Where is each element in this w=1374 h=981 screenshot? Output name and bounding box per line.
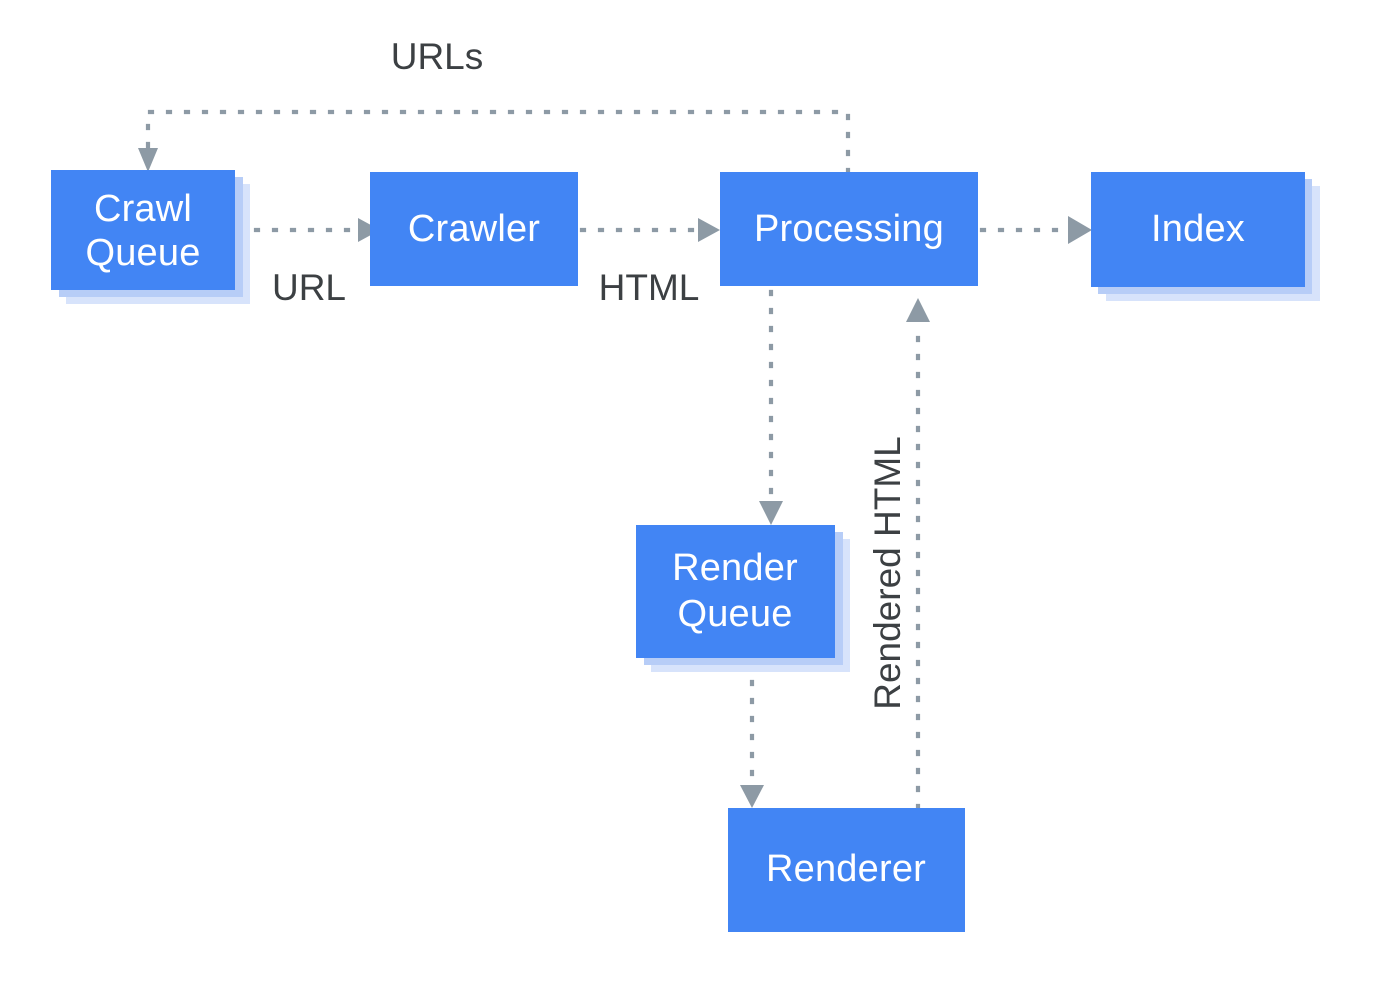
- node-processing[interactable]: Processing: [720, 172, 978, 286]
- render-queue-label-line2: Queue: [677, 593, 792, 635]
- crawler-label: Crawler: [408, 208, 540, 250]
- crawl-queue-box: [51, 170, 235, 290]
- edge-processing-to-crawl-queue: [138, 109, 851, 175]
- arrow-head-urls: [138, 148, 158, 172]
- render-queue-box: [636, 525, 835, 658]
- arrow-head-render-queue-renderer: [740, 785, 764, 808]
- arrow-head-processing-render-queue: [759, 501, 783, 525]
- edge-crawler-to-processing: [579, 218, 720, 242]
- edge-label-url: URL: [272, 267, 346, 308]
- node-index[interactable]: Index: [1091, 172, 1320, 301]
- edge-label-urls: URLs: [391, 36, 484, 77]
- render-queue-label-line1: Render: [672, 547, 798, 589]
- edge-path-urls: [145, 109, 851, 175]
- edge-label-rendered-html: Rendered HTML: [867, 436, 908, 710]
- edge-processing-to-index: [979, 216, 1092, 244]
- index-label: Index: [1151, 208, 1245, 250]
- edge-render-queue-to-renderer: [740, 679, 764, 808]
- node-render-queue[interactable]: Render Queue: [636, 525, 850, 672]
- edge-renderer-to-processing: [906, 298, 930, 811]
- node-crawler[interactable]: Crawler: [370, 172, 578, 286]
- arrow-head-url: [358, 218, 380, 242]
- edge-processing-to-render-queue: [759, 289, 783, 525]
- crawler-box: [370, 172, 578, 286]
- processing-label: Processing: [754, 208, 944, 250]
- arrow-head-processing-index: [1068, 216, 1092, 244]
- index-box: [1091, 172, 1305, 287]
- node-renderer[interactable]: Renderer: [728, 808, 965, 932]
- edge-label-html: HTML: [599, 267, 700, 308]
- renderer-label: Renderer: [766, 848, 926, 890]
- arrow-head-rendered-html: [906, 298, 930, 322]
- arrow-head-html: [698, 218, 720, 242]
- crawl-queue-label-line2: Queue: [85, 232, 200, 274]
- edge-crawl-queue-to-crawler: [253, 218, 380, 242]
- node-crawl-queue[interactable]: Crawl Queue: [51, 170, 250, 304]
- processing-box: [720, 172, 978, 286]
- renderer-box: [728, 808, 965, 932]
- crawl-queue-label-line1: Crawl: [94, 188, 192, 230]
